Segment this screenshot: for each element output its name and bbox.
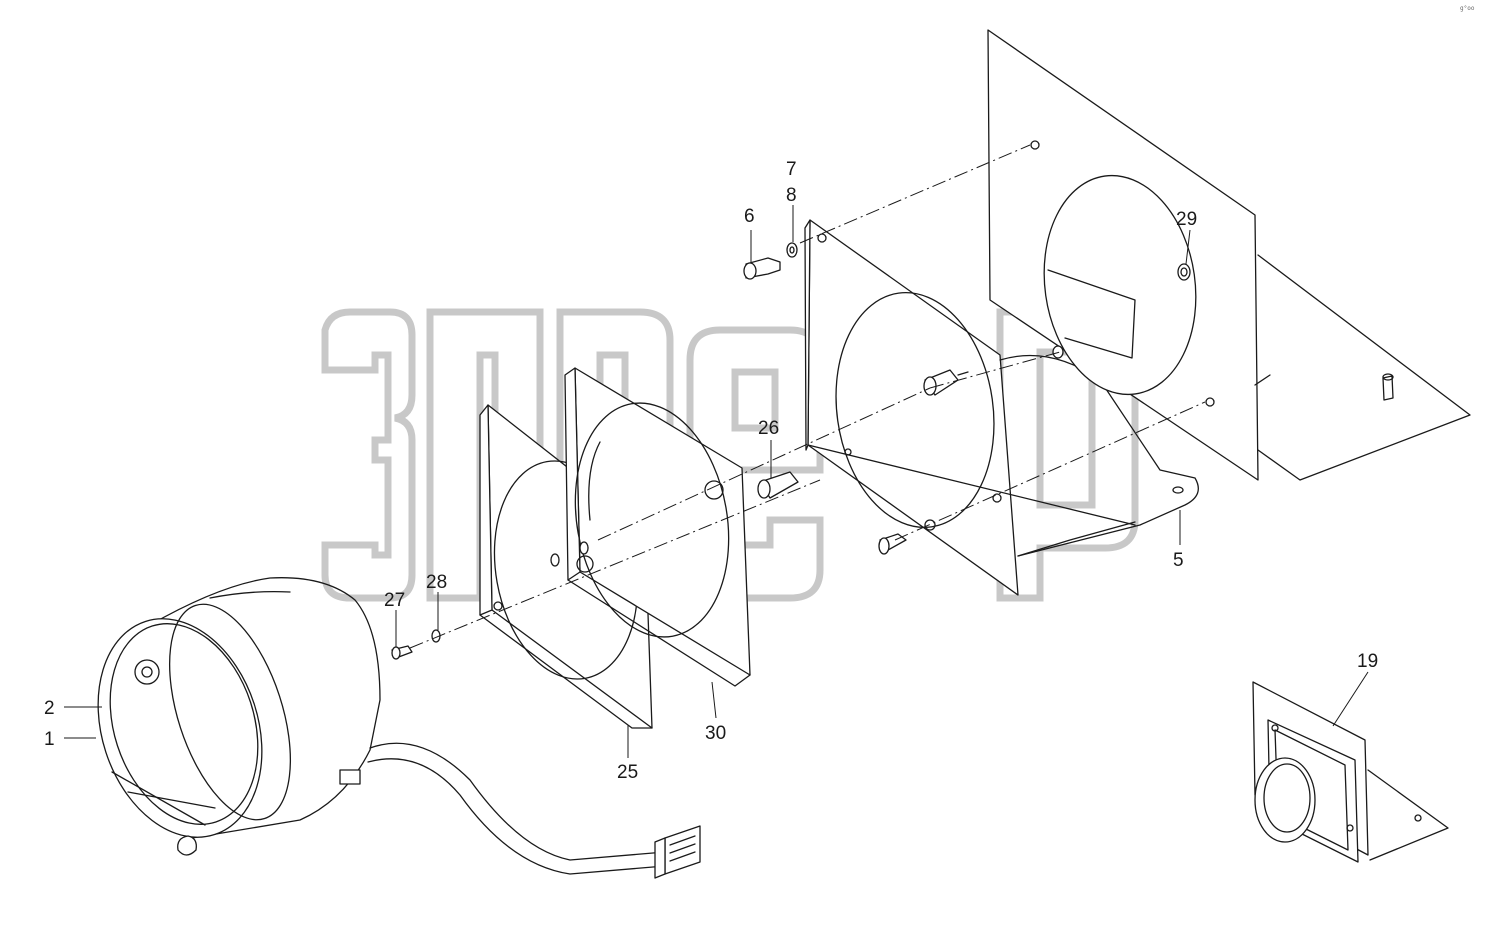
leader-lines: [64, 205, 1369, 758]
callout-1: 1: [44, 729, 55, 750]
callout-30: 30: [705, 723, 726, 744]
callout-26: 26: [758, 418, 779, 439]
callout-19: 19: [1357, 651, 1378, 672]
callout-7: 7: [786, 159, 797, 180]
callout-6: 6: [744, 206, 755, 227]
callout-8: 8: [786, 185, 797, 206]
callout-28: 28: [426, 572, 447, 593]
callout-27: 27: [384, 590, 405, 611]
callout-29: 29: [1176, 209, 1197, 230]
axis-lines: [409, 144, 1206, 649]
bracket-5: [804, 219, 1199, 596]
gauge-housing: [97, 577, 701, 879]
corner-mark: g°oo: [1460, 5, 1475, 12]
assembled-view-inset: [1252, 681, 1449, 863]
spacer-30: [564, 367, 751, 687]
callout-2: 2: [44, 698, 55, 719]
fasteners: [391, 242, 1191, 660]
callout-5: 5: [1173, 550, 1184, 571]
callout-labels: 2 1 5 6 7 8 19 25 26 27 28 29 30: [44, 159, 1378, 783]
panel-plate: [987, 29, 1471, 481]
callout-25: 25: [617, 762, 638, 783]
